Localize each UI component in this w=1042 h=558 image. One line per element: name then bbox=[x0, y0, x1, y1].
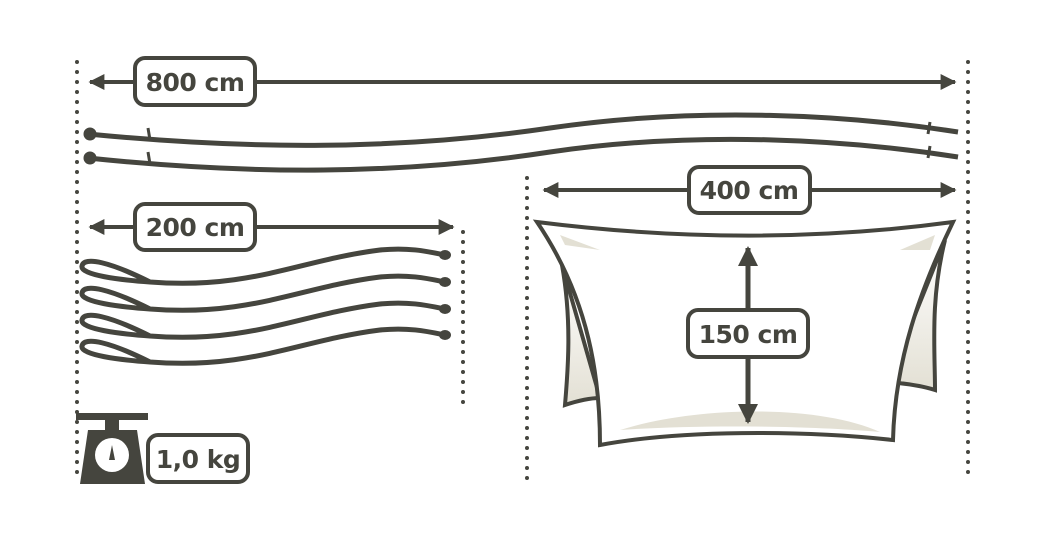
long-rope-length-text: 800 cm bbox=[146, 68, 245, 97]
long-rope-length-label: 800 cm bbox=[133, 56, 257, 107]
tarp-height-text: 150 cm bbox=[699, 320, 798, 349]
tarp-width-text: 400 cm bbox=[700, 176, 799, 205]
dotted-guides bbox=[75, 60, 970, 484]
tarp-height-label: 150 cm bbox=[686, 308, 810, 359]
short-ropes bbox=[79, 246, 451, 366]
short-rope-length-label: 200 cm bbox=[133, 202, 257, 252]
weight-label: 1,0 kg bbox=[146, 433, 250, 484]
short-rope-length-text: 200 cm bbox=[146, 213, 245, 242]
weight-text: 1,0 kg bbox=[156, 445, 241, 474]
long-ropes bbox=[83, 112, 959, 173]
weight-scale-icon bbox=[76, 413, 148, 484]
tarp-width-label: 400 cm bbox=[687, 165, 812, 215]
